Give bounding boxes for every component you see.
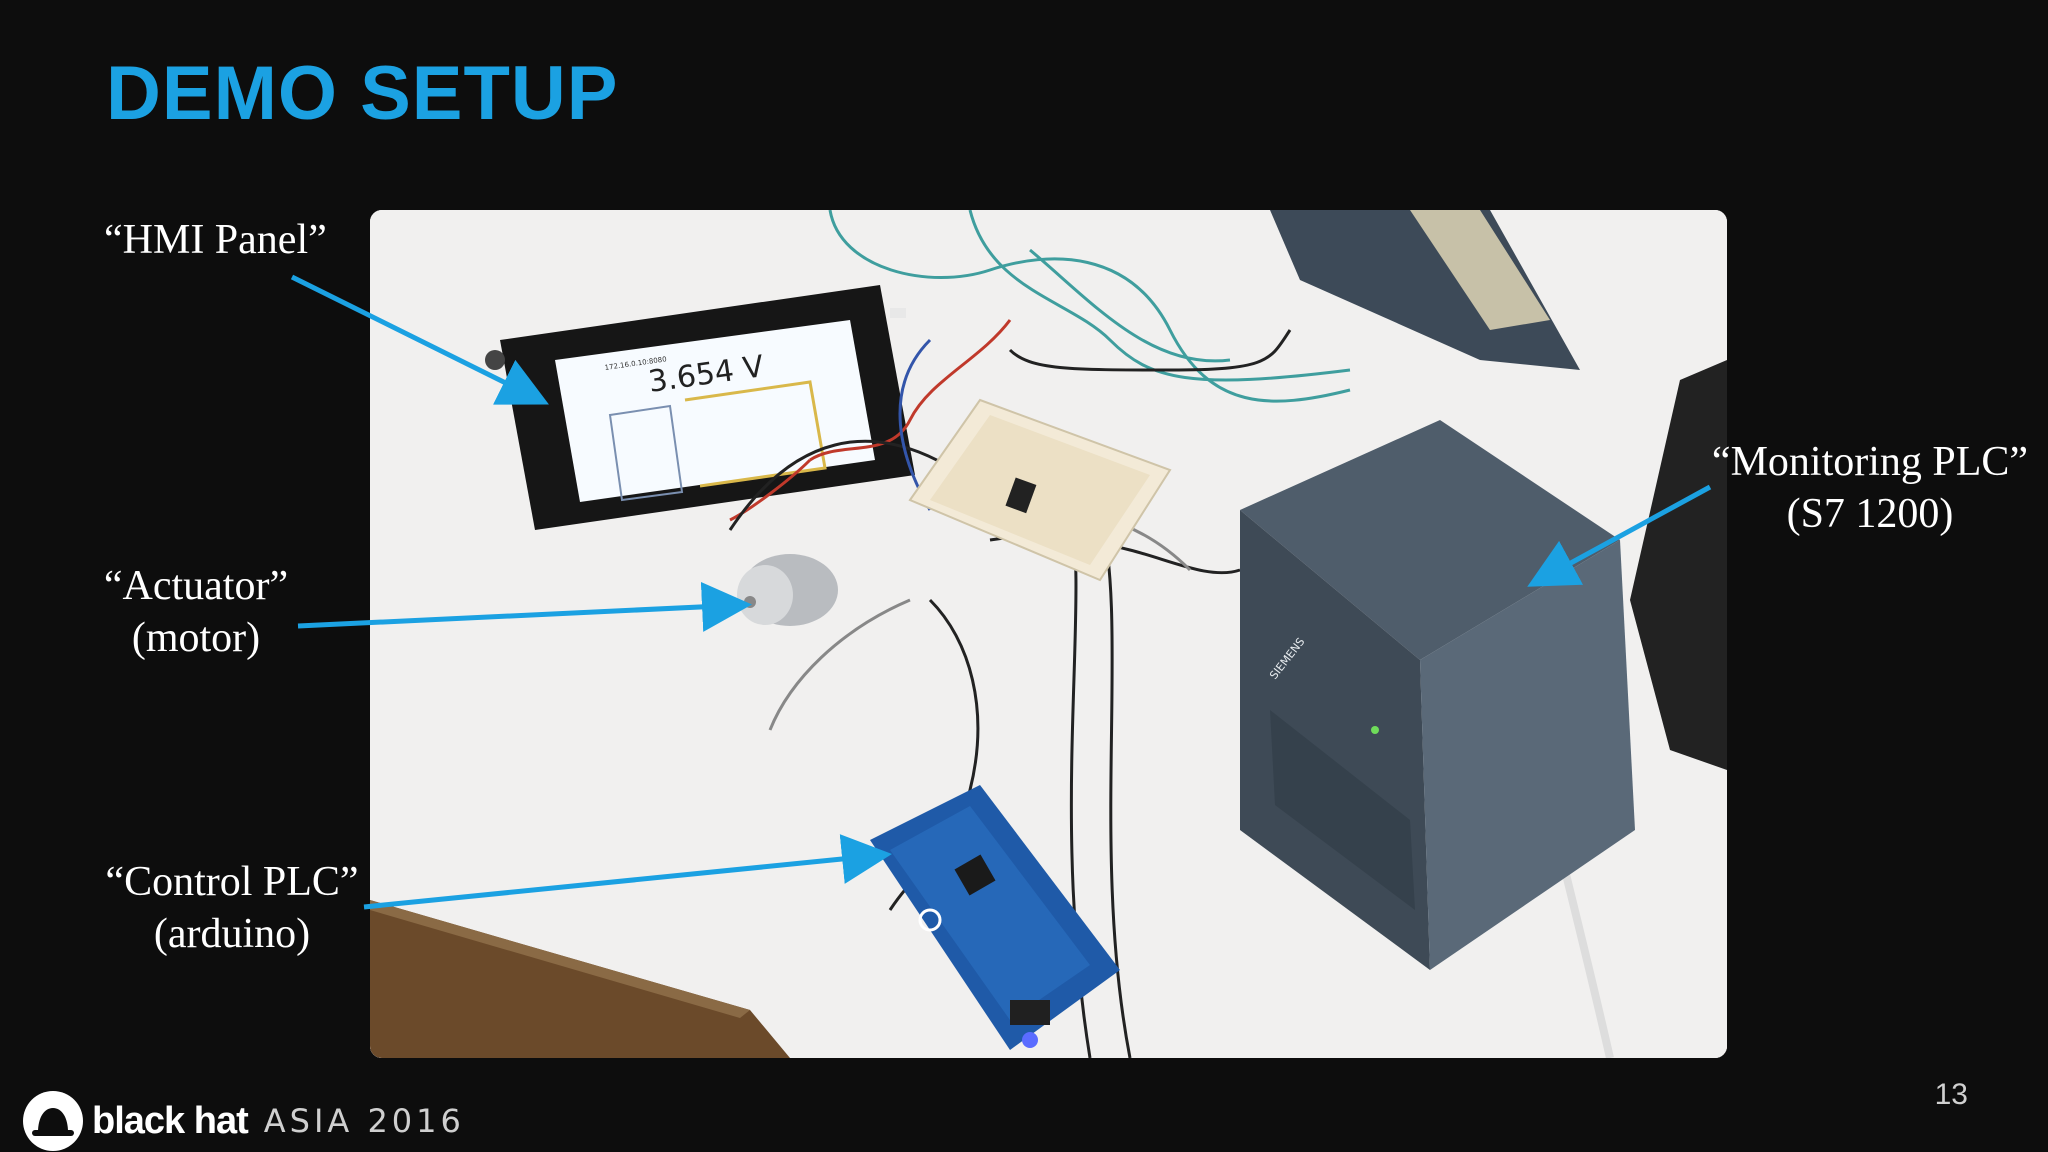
callout-control-plc: “Control PLC” (arduino) [100,856,364,960]
callout-hmi-panel: “HMI Panel” [104,214,327,266]
blackhat-logo-icon [23,1091,83,1151]
footer-event: ASIA 2016 [263,1102,465,1140]
demo-setup-photo: 172.16.0.10:8080 3.654 V [370,210,1727,1058]
demo-photo-illustration: 172.16.0.10:8080 3.654 V [370,210,1727,1058]
footer-brand: black hat [92,1099,249,1142]
siemens-plc: SIEMENS [1240,420,1635,970]
callout-monitoring-plc: “Monitoring PLC” (S7 1200) [1700,436,2040,540]
callout-actuator: “Actuator” (motor) [96,560,296,664]
slide-title: DEMO SETUP [106,51,619,136]
callout-actuator-line-1: “Actuator” [103,563,289,609]
callout-hmi-line-1: “HMI Panel” [104,217,327,263]
footer-logo: black hat ASIA 2016 [22,1090,465,1152]
arduino-board [870,785,1120,1050]
callout-monitoring-line-2: (S7 1200) [1786,491,1954,537]
callout-actuator-line-2: (motor) [131,615,261,661]
hmi-phone: 172.16.0.10:8080 3.654 V [485,285,915,530]
callout-control-line-2: (arduino) [153,911,311,957]
breadboard [908,398,1172,582]
callout-monitoring-line-1: “Monitoring PLC” [1711,439,2029,485]
page-number: 13 [1934,1078,1968,1111]
callout-control-line-1: “Control PLC” [105,859,359,905]
